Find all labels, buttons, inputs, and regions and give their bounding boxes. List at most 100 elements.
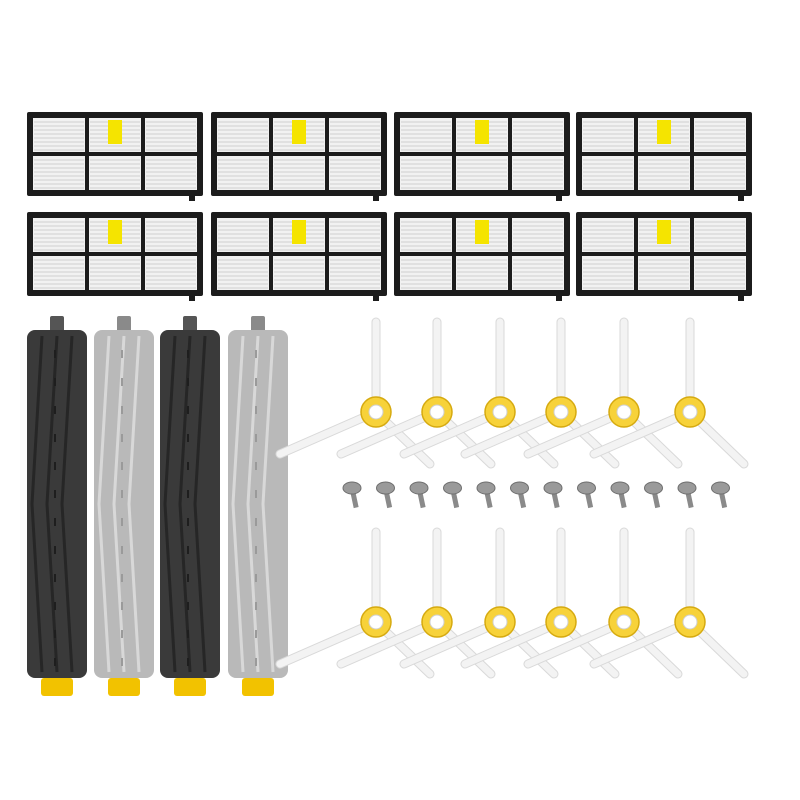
filter-pleat-panel (217, 218, 269, 252)
filter-pleat-panel (33, 218, 85, 252)
screw-head (577, 481, 596, 495)
filter-pleat-panel (400, 218, 452, 252)
bristle-arm (337, 618, 441, 668)
side-brush (275, 527, 435, 679)
filter-pleat-panel (456, 156, 508, 190)
filter-clip (556, 196, 562, 201)
hepa-filter (394, 112, 570, 201)
filter-tab (657, 220, 671, 244)
bristle-arm (590, 408, 694, 458)
brush-roller (228, 316, 288, 696)
roller-end-cap (242, 678, 274, 696)
side-brush (336, 527, 496, 679)
screw (677, 481, 697, 509)
brush-hub-center (368, 614, 384, 630)
bristle-arm (461, 408, 565, 458)
filter-pleat-panel (273, 256, 325, 290)
roller-set (27, 316, 288, 696)
filter-pleat-panel (400, 156, 452, 190)
brush-hub-center (492, 614, 508, 630)
roller-vane (45, 335, 59, 673)
filter-pleat-panel (512, 218, 564, 252)
screw-head (510, 481, 529, 495)
filter-pleat-panel (217, 118, 269, 152)
filter-tab (292, 220, 306, 244)
filter-pleat-panel (145, 256, 197, 290)
bristle-arm (337, 408, 441, 458)
filter-clip (556, 296, 562, 301)
filter-tab (475, 120, 489, 144)
roller-vane (127, 335, 141, 673)
bristle-arm (590, 618, 694, 668)
roller-axle (117, 316, 131, 334)
bristle-arm (400, 408, 504, 458)
filter-clip (738, 296, 744, 301)
screw-head (443, 481, 462, 495)
screw (543, 481, 563, 509)
filter-pleat-panel (145, 118, 197, 152)
filter-pleat-panel (638, 256, 690, 290)
filter-pleat-panel (582, 218, 634, 252)
roller-end-cap (41, 678, 73, 696)
screw-head (610, 481, 630, 495)
filter-pleat-panel (33, 256, 85, 290)
roller-vane (261, 335, 275, 673)
filter-pleat-panel (512, 118, 564, 152)
roller-vane (163, 335, 177, 673)
filter-pleat-panel (273, 156, 325, 190)
bristle-arm (400, 618, 504, 668)
roller-end-cap (108, 678, 140, 696)
screw-head (677, 481, 697, 495)
filter-pleat-panel (694, 156, 746, 190)
filter-clip (189, 196, 195, 201)
hepa-filter (27, 212, 203, 301)
screw (409, 481, 429, 509)
screw (644, 481, 663, 509)
filter-pleat-panel (329, 256, 381, 290)
filter-pleat-panel (329, 118, 381, 152)
roller-end-cap (174, 678, 206, 696)
roller-body (160, 330, 220, 678)
filter-pleat-panel (582, 156, 634, 190)
bristle-arm (276, 408, 380, 458)
roller-vane (246, 335, 260, 673)
roller-body (228, 330, 288, 678)
screw (342, 481, 362, 509)
filter-clip (189, 296, 195, 301)
hepa-filter (576, 112, 752, 201)
filter-pleat-panel (217, 156, 269, 190)
screw (376, 481, 395, 509)
filter-pleat-panel (89, 156, 141, 190)
brush-hub-center (492, 404, 508, 420)
filter-pleat-panel (400, 256, 452, 290)
bristle-arm (524, 618, 628, 668)
side-brush-row-top (275, 317, 749, 469)
brush-hub-center (429, 404, 445, 420)
filter-pleat-panel (33, 118, 85, 152)
roller-vane (60, 335, 74, 673)
hepa-filter (27, 112, 203, 201)
filter-pleat-panel (329, 156, 381, 190)
hepa-filter (576, 212, 752, 301)
filter-clip (738, 196, 744, 201)
brush-roller (27, 316, 87, 696)
side-brush (523, 527, 683, 679)
brush-hub-center (429, 614, 445, 630)
side-brush (523, 317, 683, 469)
screw-head (342, 481, 362, 495)
brush-hub-center (553, 614, 569, 630)
filter-pleat-panel (582, 256, 634, 290)
brush-hub-center (553, 404, 569, 420)
side-brush (399, 317, 559, 469)
screw-head (376, 481, 395, 495)
brush-hub-center (368, 404, 384, 420)
filter-tab (108, 220, 122, 244)
brush-roller (94, 316, 154, 696)
roller-vane (178, 335, 192, 673)
roller-vane (30, 335, 44, 673)
roller-axle (50, 316, 64, 334)
roller-vane (231, 335, 245, 673)
screw (577, 481, 596, 509)
roller-body (94, 330, 154, 678)
